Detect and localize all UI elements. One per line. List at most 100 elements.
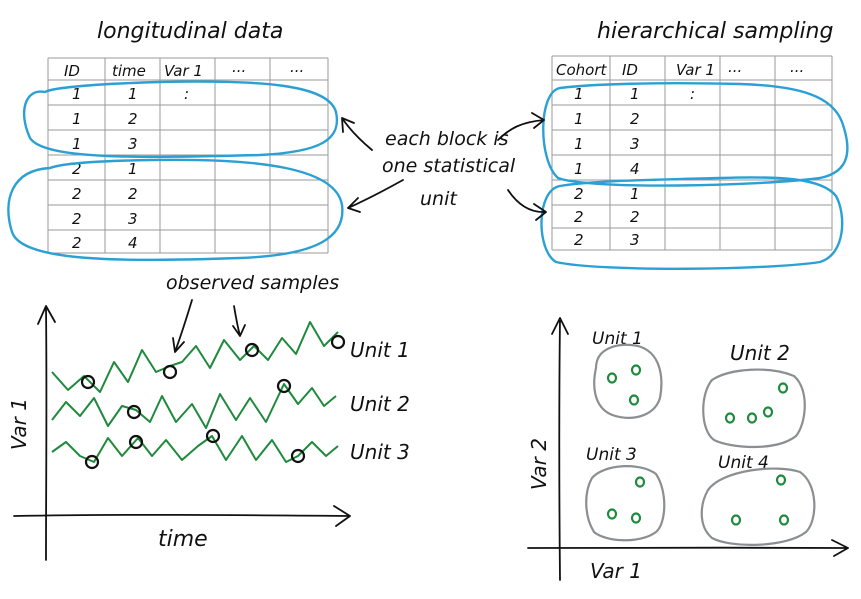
- cluster-point: [630, 364, 642, 376]
- observed-sample-dot: [84, 454, 100, 470]
- arrow-to-left-block-1: [341, 117, 373, 151]
- cluster-label-unit-4: Unit 4: [718, 453, 769, 473]
- note-line: each block is: [385, 128, 509, 150]
- ts-x-label: time: [158, 527, 208, 552]
- header-var1: Var 1: [164, 62, 203, 80]
- scatter-x-label: Var 1: [590, 559, 642, 583]
- hierarchical-table-grid: [551, 55, 833, 251]
- table-cell: 2: [72, 234, 82, 252]
- cluster-point: [606, 372, 618, 384]
- table-cell: :: [690, 85, 695, 103]
- observed-sample-dot: [290, 448, 306, 464]
- series-line-unit-2: [51, 383, 337, 429]
- table-cell: 1: [72, 135, 82, 153]
- arrow-to-left-block-2: [347, 179, 404, 213]
- arrow-to-right-block-2: [507, 189, 547, 221]
- table-cell: :: [184, 85, 189, 103]
- table-cell: 2: [574, 208, 584, 226]
- cluster-outline-unit-4: [700, 467, 816, 546]
- table-cell: 2: [630, 208, 640, 226]
- series-label-unit-3: Unit 3: [350, 440, 410, 464]
- scatter-y-label: Var 2: [527, 438, 551, 490]
- cluster-point: [775, 474, 787, 486]
- header-ellipsis: ...: [232, 58, 246, 76]
- header-id: ID: [64, 62, 80, 80]
- y-axis: [37, 305, 56, 561]
- header-ellipsis: ...: [790, 58, 804, 76]
- table-cell: 3: [128, 210, 138, 228]
- unit-block-outline: [540, 176, 844, 270]
- header-cohort: Cohort: [556, 61, 608, 79]
- series-label-unit-2: Unit 2: [350, 392, 410, 416]
- unit-block-outline: [542, 82, 849, 187]
- cluster-label-unit-3: Unit 3: [586, 445, 637, 465]
- annotation-arrow: [172, 299, 193, 353]
- table-cell: 1: [128, 85, 138, 103]
- hierarchical-table-body: 1 1 : 1 2 1 3 1 4 2 1 2 2 2 3: [574, 85, 695, 249]
- table-cell: 2: [72, 210, 82, 228]
- table-cell: 2: [574, 185, 584, 203]
- cluster-outline-unit-3: [585, 465, 666, 542]
- observed-sample-dot: [80, 374, 96, 390]
- cluster-outline-unit-2: [702, 368, 806, 449]
- table-cell: 2: [128, 185, 138, 203]
- table-cell: 2: [630, 110, 640, 128]
- table-cell: 1: [574, 135, 584, 153]
- series-line-unit-1: [51, 321, 339, 393]
- observed-sample-dot: [244, 342, 260, 358]
- unit-block-outline: [7, 158, 344, 262]
- longitudinal-table-body: 1 1 : 1 2 1 3 2 1 2 2 2 3 2 4: [72, 85, 189, 252]
- header-id: ID: [622, 61, 638, 79]
- arrow-to-right-block-1: [497, 112, 545, 141]
- longitudinal-title: longitudinal data: [97, 19, 283, 44]
- header-time: time: [112, 62, 146, 80]
- observed-sample-dot: [162, 364, 178, 380]
- x-axis: [13, 505, 351, 527]
- series-line-unit-3: [51, 435, 339, 463]
- header-ellipsis: ...: [728, 58, 742, 76]
- cluster-outline-unit-1: [593, 343, 663, 419]
- table-cell: 2: [128, 110, 138, 128]
- observed-sample-dot: [205, 428, 221, 444]
- table-cell: 4: [128, 234, 138, 252]
- header-ellipsis: ...: [290, 58, 304, 76]
- cluster-point: [628, 394, 640, 406]
- x-axis: [527, 539, 849, 557]
- cluster-point: [778, 514, 790, 526]
- cluster-point: [730, 514, 742, 526]
- cluster-point: [724, 412, 736, 424]
- table-cell: 1: [574, 110, 584, 128]
- observed-sample-dot: [126, 404, 142, 420]
- observed-sample-dot: [330, 334, 346, 350]
- cluster-point: [746, 412, 758, 424]
- header-var1: Var 1: [676, 61, 715, 79]
- table-cell: 4: [630, 160, 640, 178]
- hierarchical-title: hierarchical sampling: [597, 19, 834, 44]
- note-line: one statistical: [382, 155, 516, 177]
- table-cell: 3: [128, 135, 138, 153]
- table-cell: 2: [72, 160, 82, 178]
- cluster-point: [630, 512, 642, 524]
- table-cell: 1: [72, 85, 82, 103]
- cluster-point: [606, 508, 618, 520]
- cluster-label-unit-2: Unit 2: [730, 341, 790, 365]
- annotation-arrow: [232, 305, 246, 337]
- table-cell: 3: [630, 231, 640, 249]
- table-cell: 2: [574, 231, 584, 249]
- unit-block-outline: [22, 80, 339, 159]
- table-cell: 1: [630, 85, 640, 103]
- table-cell: 1: [72, 110, 82, 128]
- cluster-point: [777, 382, 789, 394]
- table-cell: 2: [72, 185, 82, 203]
- cluster-point: [762, 406, 774, 418]
- note-line: unit: [420, 188, 458, 210]
- series-label-unit-1: Unit 1: [350, 338, 410, 362]
- observed-sample-dot: [276, 378, 292, 394]
- table-cell: 1: [574, 160, 584, 178]
- hierarchical-table-header: Cohort ID Var 1 ... ...: [556, 58, 804, 79]
- ts-y-label: Var 1: [7, 398, 31, 450]
- table-cell: 3: [630, 135, 640, 153]
- y-axis: [551, 317, 569, 581]
- longitudinal-table-header: ID time Var 1 ... ...: [64, 58, 304, 80]
